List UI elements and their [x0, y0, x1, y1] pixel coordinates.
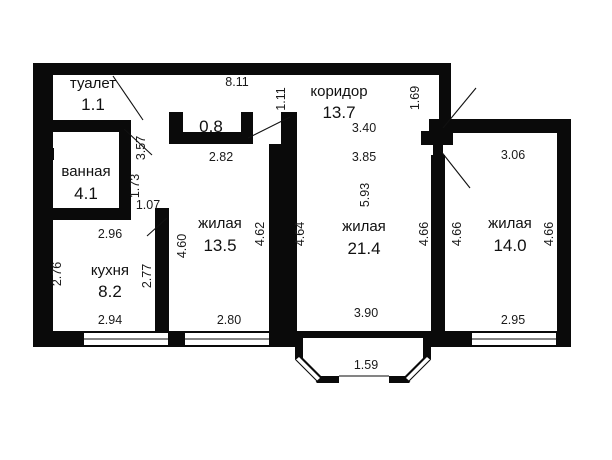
room-label-living-mid: жилая 21.4 — [342, 218, 386, 258]
room-area-living-right: 14.0 — [493, 236, 526, 255]
leader-toilet-door — [112, 75, 144, 121]
wall-structure — [33, 63, 571, 383]
room-name-living-left: жилая — [198, 215, 242, 232]
room-label-closet: 0.8 — [199, 117, 223, 136]
room-label-bathroom: ванная 4.1 — [61, 163, 110, 203]
dim-toilet-right-1: 3.57 — [134, 136, 148, 160]
room-label-toilet: туалет 1.1 — [70, 75, 116, 114]
wall-bathroom-left-jog — [40, 148, 54, 160]
dimension-labels: 8.11 3.40 3.85 2.82 1.07 2.96 2.94 2.80 … — [50, 75, 556, 372]
dim-corridor-right-top: 1.69 — [408, 86, 422, 110]
dim-living-right-right: 4.66 — [542, 222, 556, 246]
dim-living-mid-bottom: 3.90 — [354, 306, 378, 320]
dim-corridor-depth-3: 5.93 — [358, 183, 372, 207]
dim-living-right-left: 4.66 — [450, 222, 464, 246]
dim-living-right-bottom: 2.95 — [501, 313, 525, 327]
room-name-living-mid: жилая — [342, 218, 386, 235]
wall-corridor-left — [281, 132, 297, 347]
dim-toilet-right-2: 1.73 — [128, 174, 142, 198]
room-name-corridor: коридор — [310, 83, 367, 100]
room-label-living-right: жилая 14.0 — [488, 215, 532, 255]
room-labels: туалет 1.1 ванная 4.1 0.8 коридор 13.7 к… — [61, 75, 531, 301]
wall-bathroom-right — [119, 132, 131, 220]
room-label-living-left: жилая 13.5 — [198, 215, 242, 255]
dim-kitchen-top: 2.96 — [98, 227, 122, 241]
wall-top-right-step — [439, 63, 451, 131]
room-area-bathroom: 4.1 — [74, 184, 98, 203]
dim-living-left-left: 4.60 — [175, 234, 189, 258]
dim-living-left-right: 4.62 — [253, 222, 267, 246]
dim-kitchen-left: 2.76 — [50, 262, 64, 286]
dim-living-right-top: 3.06 — [501, 148, 525, 162]
balcony-interior — [303, 338, 423, 376]
wall-outer-left — [33, 63, 53, 347]
dim-balcony-bottom: 1.59 — [354, 358, 378, 372]
wall-corridor-right-nub — [433, 143, 443, 155]
wall-closet-bottom — [169, 132, 253, 144]
dim-bathroom-bottom: 1.07 — [136, 198, 160, 212]
room-area-living-left: 13.5 — [203, 236, 236, 255]
wall-outer-right — [557, 119, 571, 347]
dim-corridor-top-left: 1.11 — [274, 87, 288, 110]
room-area-living-mid: 21.4 — [347, 239, 380, 258]
window-balcony-left — [292, 357, 320, 384]
room-name-bathroom: ванная — [61, 163, 110, 180]
dim-living-mid-right: 4.66 — [417, 222, 431, 246]
dim-top-overall: 8.11 — [225, 75, 248, 89]
dim-living-left-bottom: 2.80 — [217, 313, 241, 327]
wall-kitchen-right — [155, 208, 169, 347]
dim-closet-bottom: 2.82 — [209, 150, 233, 164]
leader-bathroom-door — [123, 128, 153, 156]
room-area-corridor: 13.7 — [322, 103, 355, 122]
wall-outer-top-right — [439, 119, 571, 133]
room-label-kitchen: кухня 8.2 — [91, 262, 129, 301]
leader-corridor-right-door — [442, 87, 477, 129]
room-area-toilet: 1.1 — [81, 95, 105, 114]
wall-bathroom-bottom — [53, 208, 131, 220]
wall-outer-top-left — [33, 63, 451, 75]
leader-lines — [112, 75, 477, 237]
dim-corridor-depth-2: 3.85 — [352, 150, 376, 164]
wall-corridor-right-post — [429, 119, 445, 145]
windows-group — [84, 333, 556, 384]
wall-living-left-right — [269, 144, 283, 347]
dim-kitchen-bottom: 2.94 — [98, 313, 122, 327]
room-area-kitchen: 8.2 — [98, 282, 122, 301]
wall-toilet-bottom — [53, 120, 131, 132]
dim-corridor-depth-1: 3.40 — [352, 121, 376, 135]
room-name-toilet: туалет — [70, 75, 116, 92]
dim-living-mid-left: 4.64 — [293, 222, 307, 246]
room-label-corridor: коридор 13.7 — [310, 83, 367, 122]
leader-living-right-door — [439, 149, 471, 189]
room-name-living-right: жилая — [488, 215, 532, 232]
window-balcony-right — [406, 357, 434, 384]
wall-closet-right — [241, 112, 253, 144]
dim-kitchen-right: 2.77 — [140, 264, 154, 288]
room-name-kitchen: кухня — [91, 262, 129, 279]
leader-closet-door — [247, 116, 291, 139]
room-area-closet: 0.8 — [199, 117, 223, 136]
leader-kitchen-door — [146, 217, 168, 237]
wall-living-divider — [431, 155, 445, 347]
